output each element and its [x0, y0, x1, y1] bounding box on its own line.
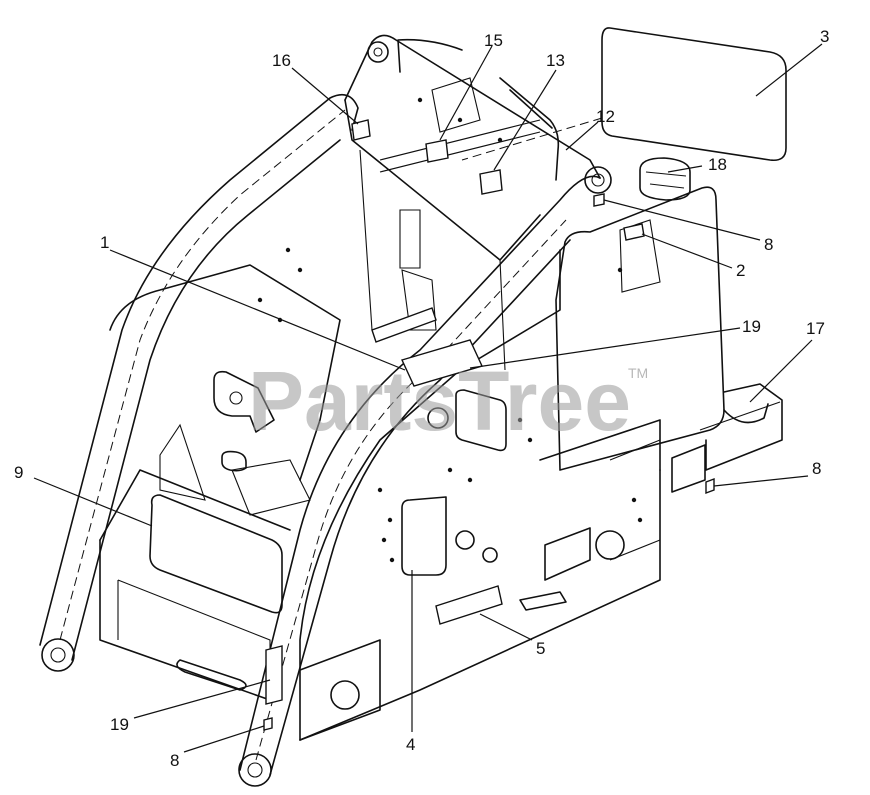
tower-frame — [344, 34, 601, 371]
callout-12: 12 — [596, 107, 615, 126]
decal-8-top — [593, 193, 605, 207]
callout-13: 13 — [546, 51, 565, 70]
callout-5: 5 — [536, 639, 545, 658]
center-side-panel — [299, 249, 706, 741]
decal-5 — [435, 585, 503, 625]
callout-1: 1 — [100, 233, 109, 252]
rear-weight — [699, 383, 783, 471]
left-lift-arm — [39, 93, 359, 672]
fuel-tank — [555, 157, 725, 471]
main-body — [99, 264, 341, 701]
decal-15 — [425, 139, 449, 163]
callout-9: 9 — [14, 463, 23, 482]
decal-13 — [479, 169, 503, 195]
decal-3 — [601, 27, 787, 162]
callout-4: 4 — [406, 735, 415, 754]
callout-18: 18 — [708, 155, 727, 174]
decal-8-right — [705, 477, 715, 495]
callout-3: 3 — [820, 27, 829, 46]
decal-1 — [371, 307, 437, 343]
callout-16: 16 — [272, 51, 291, 70]
callout-19-center: 19 — [742, 317, 761, 336]
decal-16 — [351, 119, 371, 141]
right-lift-arm — [238, 166, 612, 787]
decal-19-lower — [265, 645, 283, 705]
callout-8-top: 8 — [764, 235, 773, 254]
watermark-text: PartsTree — [248, 354, 631, 448]
callout-8-lower: 8 — [170, 751, 179, 770]
callout-2: 2 — [736, 261, 745, 280]
frame-holes — [257, 97, 643, 563]
decal-2 — [623, 223, 645, 241]
callout-leaders — [33, 43, 823, 753]
callout-17: 17 — [806, 319, 825, 338]
decal-8-lower — [263, 717, 273, 731]
callout-8-right: 8 — [812, 459, 821, 478]
callout-15: 15 — [484, 31, 503, 50]
watermark-trademark: TM — [628, 365, 648, 381]
callout-19-lower: 19 — [110, 715, 129, 734]
